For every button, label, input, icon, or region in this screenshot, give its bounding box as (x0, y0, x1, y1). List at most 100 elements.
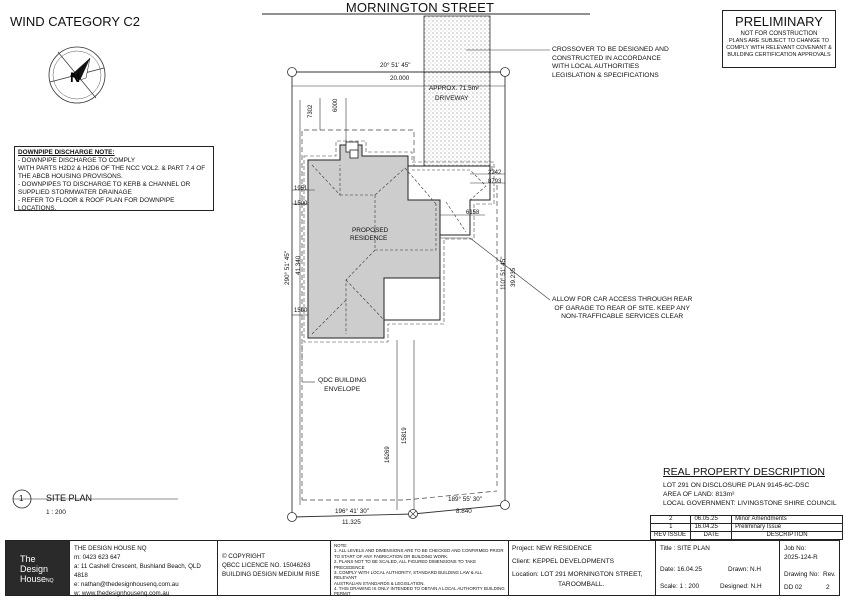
dim-6158: 6158 (466, 210, 480, 216)
preliminary-title: PRELIMINARY (735, 14, 823, 29)
left-length: 41.340 (295, 255, 302, 275)
downpipe-note-line: SUPPLIED STORMWATER DRAINAGE (18, 189, 132, 196)
logo-text: The (20, 554, 36, 564)
licence-type: BUILDING DESIGN MEDIUM RISE (222, 570, 320, 578)
company-phone: m: 0423 623 647 (74, 553, 121, 561)
car-access-callout: ALLOW FOR CAR ACCESS THROUGH REAR OF GAR… (552, 296, 692, 322)
site-plan-label-graphic (12, 489, 178, 509)
north-letter: N (70, 69, 80, 85)
dim-2242: 2242 (488, 170, 502, 176)
callout-line: NON-TRAFFICABLE SERVICES CLEAR (561, 313, 684, 321)
drawing-notes: NOTE: 1. ALL LEVELS AND DIMENSIONS ARE T… (331, 541, 509, 596)
callout-line: CROSSOVER TO BE DESIGNED AND (552, 46, 669, 53)
table-row: 2 06.05.25 Minor Amendments (649, 515, 843, 524)
proposed-residence (303, 140, 495, 343)
dim-8793: 8793 (488, 179, 502, 185)
date-value: 16.04.25 (677, 566, 702, 573)
right-length: 39.235 (510, 267, 517, 287)
project-label: Project: (512, 545, 535, 552)
building-envelope (301, 129, 493, 360)
callout-line: ENVELOPE (324, 385, 361, 393)
preliminary-stamp: PRELIMINARY NOT FOR CONSTRUCTION PLANS A… (722, 10, 836, 68)
preliminary-note-line: COMPLY WITH RELEVANT COVENANT & (726, 44, 832, 51)
note-line: TO START OF ANY FABRICATION OR BUILDING … (334, 553, 449, 559)
designed-value: N.H (750, 583, 762, 590)
right-bearing: 110° 51' 45" (500, 256, 507, 290)
drawing-number-value: DD 02 (784, 584, 803, 591)
rev-value: 2 (826, 584, 830, 591)
left-bearing: 290° 51' 45" (284, 251, 291, 285)
building-envelope-callout: QDC BUILDING ENVELOPE (318, 377, 366, 394)
callout-leaders (302, 49, 551, 383)
revision-table: 2 06.05.25 Minor Amendments 1 16.04.25 P… (649, 515, 843, 540)
dim-1500-a: 1500 (294, 201, 308, 207)
logo-suffix: NQ (46, 577, 54, 584)
preliminary-note-line: BUILDING CERTIFICATION APPROVALS (727, 51, 831, 58)
street-name: MORNINGTON STREET (345, 0, 495, 15)
table-row: 1 16.04.25 Preliminary Issue (649, 523, 843, 532)
drawing-meta: Title : SITE PLAN Date: 16.04.25 Drawn: … (656, 541, 780, 595)
property-boundary (291, 71, 506, 518)
site-plan-number: 1 (19, 494, 24, 503)
downpipe-note-title: DOWNPIPE DISCHARGE NOTE: (18, 149, 115, 156)
drawn-label: Drawn: (728, 566, 749, 573)
real-property-line: LOT 291 ON DISCLOSURE PLAN 9145-6C-DSC (663, 482, 810, 490)
job-label: Job No: (784, 545, 807, 552)
north-arrow: N (48, 46, 106, 104)
company-logo: The Design HouseNQ (6, 541, 70, 595)
downpipe-note: DOWNPIPE DISCHARGE NOTE: - DOWNPIPE DISC… (14, 146, 214, 212)
licence-info: © COPYRIGHT QBCC LICENCE NO. 15046263 BU… (218, 541, 331, 595)
client-value: KEPPEL DEVELOPMENTS (532, 558, 615, 566)
logo-text: Design (20, 563, 49, 574)
real-property-line: AREA OF LAND: 813m² (663, 491, 735, 499)
company-contact: THE DESIGN HOUSE NQ m: 0423 623 647 a: 1… (70, 541, 218, 597)
title-label: Title : (660, 545, 676, 552)
location-value-2: TAROOMBALL. (558, 580, 605, 588)
dim-7302: 7302 (308, 104, 314, 118)
callout-line: LEGISLATION & SPECIFICATIONS (552, 71, 659, 79)
callout-line: OF GARAGE TO REAR OF SITE. KEEP ANY (554, 304, 690, 312)
scale-label: Scale: (660, 583, 678, 590)
top-bearing: 20° 51' 45" (380, 62, 411, 69)
downpipe-note-line: WITH PARTS H2D2 & H2D6 OF THE NCC VOL2. … (18, 165, 206, 172)
preliminary-note-line: PLANS ARE SUBJECT TO CHANGE TO (728, 38, 830, 44)
real-property-description: REAL PROPERTY DESCRIPTION LOT 291 ON DIS… (663, 465, 837, 508)
note-line: AUSTRALIAN STANDARDS & LEGISLATION. (334, 580, 425, 586)
top-length: 20.000 (390, 75, 410, 82)
downpipe-note-line: THE ABCB HOUSING PROVISONS. (18, 173, 123, 180)
downpipe-note-line: - REFER TO FLOOR & ROOF PLAN FOR DOWNPIP… (18, 197, 175, 212)
client-label: Client: (512, 558, 531, 566)
company-name: THE DESIGN HOUSE NQ (74, 545, 147, 552)
bottom-right-bearing: 189° 55' 30" (448, 496, 482, 503)
drawn-value: N.H (750, 566, 762, 573)
bottom-left-length: 11.325 (342, 519, 361, 526)
logo-text: House (20, 573, 47, 584)
residence-label: PROPOSED (352, 227, 389, 234)
driveway-area: APPROX. 71.5m² (429, 85, 480, 92)
company-address: a: 11 Cashell Crescent, Bushland Beach, … (74, 562, 201, 579)
note-line: 4. THIS DRAWING IS ONLY INTENDED TO OBTA… (334, 586, 505, 591)
callout-line: CONSTRUCTED IN ACCORDANCE (552, 54, 661, 62)
dimension-lines (292, 85, 505, 510)
drawing-number-block: Job No: 2025-124-R Drawing No: DD 02 Rev… (780, 541, 839, 595)
note-line: 1. ALL LEVELS AND DIMENSIONS ARE TO BE C… (334, 548, 504, 554)
dim-6000: 6000 (333, 98, 339, 112)
location-value: LOT 291 MORNINGTON STREET, (540, 571, 643, 579)
drawing-number-label: Drawing No: (784, 571, 820, 578)
site-plan-drawing: N (48, 13, 590, 522)
residence-label-2: RESIDENCE (350, 235, 388, 242)
licence-number: QBCC LICENCE NO. 15046263 (222, 561, 311, 569)
real-property-title: REAL PROPERTY DESCRIPTION (663, 466, 826, 478)
copyright: © COPYRIGHT (222, 553, 266, 560)
date-label: Date: (660, 566, 676, 573)
title-value: SITE PLAN (677, 545, 710, 552)
job-value: 2025-124-R (784, 554, 818, 561)
dim-16269: 16269 (385, 446, 391, 463)
callout-line: WITH LOCAL AUTHORITIES (552, 63, 640, 71)
notes-title: NOTE: (334, 543, 348, 548)
preliminary-subtitle: NOT FOR CONSTRUCTION (740, 31, 818, 37)
site-plan-scale: 1 : 200 (46, 509, 66, 516)
callout-line: QDC BUILDING (318, 377, 367, 384)
project-value: NEW RESIDENCE (536, 545, 592, 552)
